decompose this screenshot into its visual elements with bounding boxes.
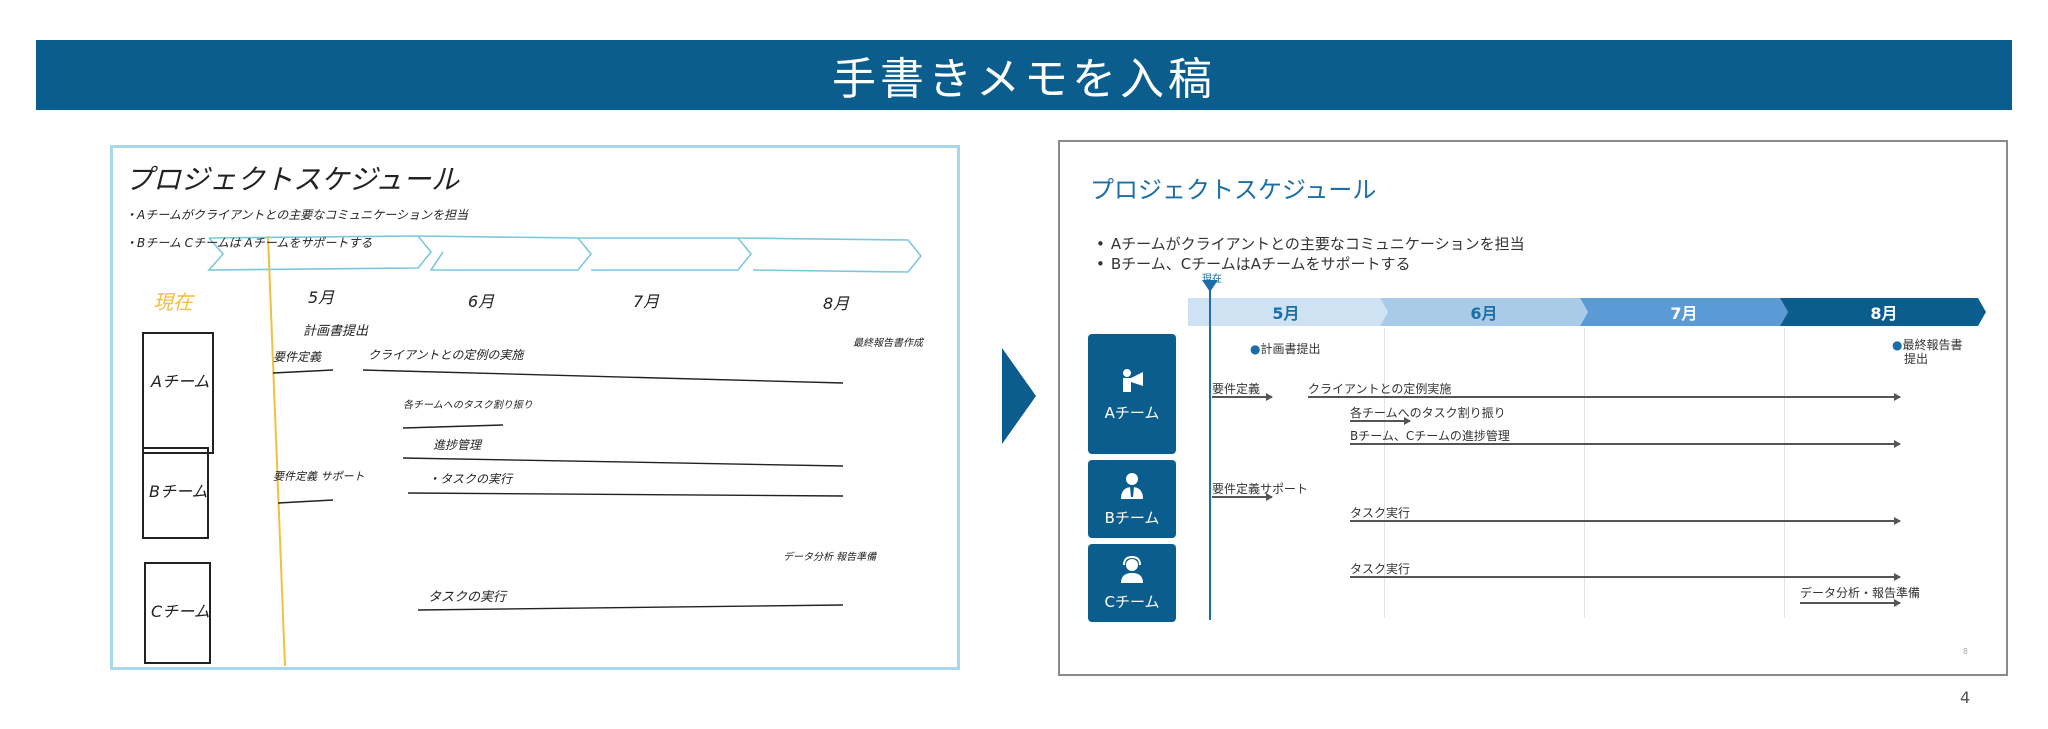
handwritten-memo: プロジェクトスケジュール ・Aチームがクライアントとの主要なコミュニケーションを… [110,145,960,670]
task-arrow [1350,417,1411,424]
team-b-block: Bチーム [1088,460,1176,538]
memo-task: 各チームへのタスク割り振り [403,400,533,411]
task-arrow [1212,493,1273,500]
handwritten-lines [142,235,923,667]
memo-milestone: 最終報告書作成 [853,338,923,349]
memo-month: 6月 [468,292,495,311]
memo-title: プロジェクトスケジュール [125,163,460,196]
megaphone-person-icon [1123,368,1143,392]
month-chevron [1780,298,1986,326]
now-label: 現在 [1202,274,1222,285]
memo-task: タスクの実行 [428,590,507,605]
task-label: タスク実行 [1350,562,1411,576]
memo-month: 5月 [308,288,335,307]
memo-month: 8月 [823,294,850,313]
grid-line [1784,328,1785,618]
month-chevron [1380,298,1588,326]
memo-team-label: Aチーム [151,372,210,391]
month-chevron [1580,298,1788,326]
month-chevron [1188,298,1388,326]
month-label: 8月 [1870,304,1898,323]
memo-task: 要件定義 [273,350,322,364]
grid-line [1384,328,1385,618]
schedule-slide: プロジェクトスケジュール •Aチームがクライアントとの主要なコミュニケーションを… [1058,140,2008,676]
title-banner: 手書きメモを入稿 [36,40,2012,110]
memo-bullet: ・Aチームがクライアントとの主要なコミュニケーションを担当 [125,208,469,222]
page-number: 4 [1960,688,1971,707]
team-label: Aチーム [1104,403,1160,422]
memo-team-label: Bチーム [149,482,208,501]
memo-month: 7月 [633,292,660,311]
milestone-final: ●最終報告書 提出 [1892,338,1963,366]
task-label: 要件定義 [1212,382,1261,396]
milestone-plan: ●計画書提出 [1250,342,1321,356]
memo-now-label: 現在 [153,290,193,314]
month-label: 5月 [1272,304,1300,323]
memo-bullet: ・Bチーム Cチームは Aチームをサポートする [125,236,373,250]
now-line [1209,290,1211,620]
month-header: 5月 6月 7月 8月 [1188,298,1988,326]
task-label: 要件定義サポート [1212,482,1309,496]
bullet-item: •Bチーム、CチームはAチームをサポートする [1096,255,1411,273]
slide-bullets: •Aチームがクライアントとの主要なコミュニケーションを担当 •Bチーム、Cチーム… [1096,234,1525,274]
person-tie-icon [1121,472,1143,499]
team-label: Bチーム [1104,508,1160,527]
team-label: Cチーム [1104,592,1160,611]
bullet-item: •Aチームがクライアントとの主要なコミュニケーションを担当 [1096,235,1525,253]
task-label: データ分析・報告準備 [1800,586,1921,600]
grid-line [1584,328,1585,618]
headset-person-icon [1121,555,1143,583]
month-label: 6月 [1470,304,1498,323]
memo-task: ・タスクの実行 [428,472,513,486]
memo-team-label: Cチーム [151,602,210,621]
task-arrow [1350,440,1901,447]
month-chevrons [1188,298,1986,326]
task-label: 各チームへのタスク割り振り [1350,406,1506,420]
memo-milestone: 計画書提出 [303,324,369,339]
team-c-block: Cチーム [1088,544,1176,622]
memo-task: 要件定義 サポート [273,470,365,483]
arrow-right-icon [1002,348,1036,444]
memo-task: 進捗管理 [433,438,482,452]
now-marker-icon [1202,280,1218,292]
task-arrow [1212,393,1273,400]
month-label: 7月 [1670,304,1698,323]
task-arrow [1308,393,1901,400]
task-label: クライアントとの定例実施 [1308,382,1452,396]
memo-task: クライアントとの定例の実施 [368,348,524,362]
memo-task: データ分析 報告準備 [783,552,877,563]
task-arrow [1800,599,1901,606]
task-arrow [1350,573,1901,580]
task-label: Bチーム、Cチームの進捗管理 [1350,429,1510,443]
task-arrow [1350,517,1901,524]
team-a-block: Aチーム [1088,334,1176,454]
page-title: 手書きメモを入稿 [832,54,1216,105]
slide-page-number: 8 [1962,647,1968,656]
task-label: タスク実行 [1350,506,1411,520]
slide-title: プロジェクトスケジュール [1090,176,1377,204]
